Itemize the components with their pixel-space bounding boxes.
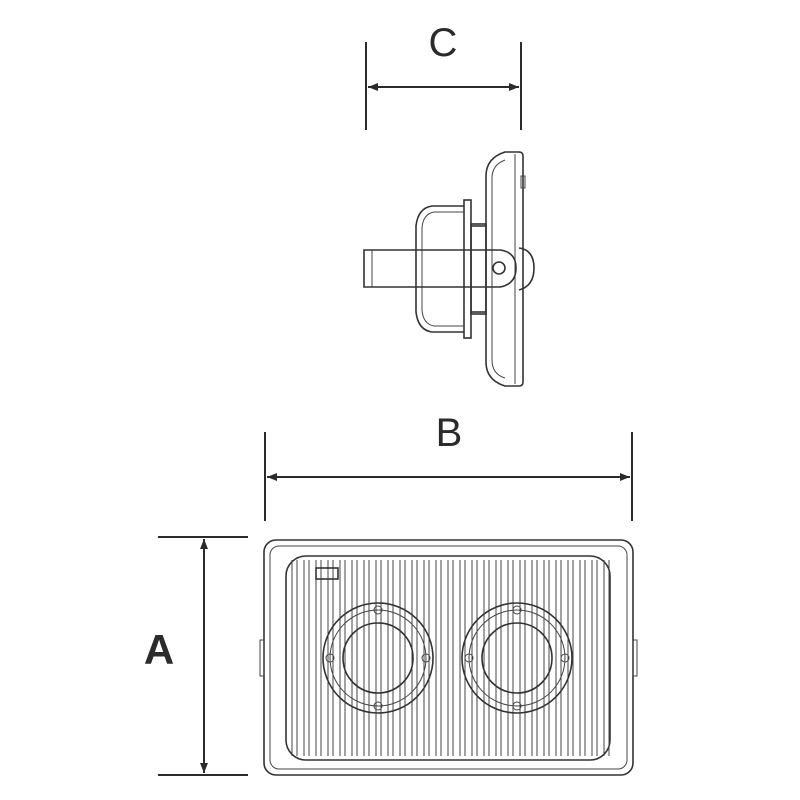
- front-view-label-tag: [315, 567, 339, 580]
- lens-left-screw-top: [373, 605, 383, 615]
- side-view-bezel-inner: [491, 159, 506, 379]
- lens-right-ring-mid: [468, 609, 566, 707]
- lens-right-ring-outer: [461, 602, 573, 714]
- side-view-bracket-bolt: [492, 261, 506, 275]
- lens-left-ring-mid: [329, 609, 427, 707]
- lens-right-glass: [481, 622, 553, 694]
- front-view-fin-area: [285, 555, 611, 761]
- dimension-a-label: A: [144, 626, 174, 673]
- side-view-top-tab: [520, 175, 526, 189]
- front-view: [259, 539, 638, 776]
- front-view-lens-right: [461, 602, 573, 714]
- front-view-lens-left: [322, 602, 434, 714]
- lens-right-screw-top: [512, 605, 522, 615]
- dimension-a: A: [144, 536, 248, 776]
- side-view-bracket-arm: [363, 249, 517, 288]
- front-view-fins: [291, 560, 610, 756]
- front-view-right-tab: [632, 639, 638, 677]
- side-view: [363, 151, 535, 387]
- lens-left-screw-bottom: [373, 701, 383, 711]
- side-view-housing-body: [415, 205, 464, 333]
- side-view-housing-flange: [463, 199, 472, 339]
- dimension-c-label: C: [429, 21, 458, 65]
- front-view-left-tab: [259, 639, 265, 677]
- lens-right-screw-right: [560, 653, 570, 663]
- front-view-frame-inner: [269, 545, 628, 770]
- lens-left-glass: [342, 622, 414, 694]
- lens-left-screw-right: [421, 653, 431, 663]
- dimension-b-label: B: [436, 411, 463, 455]
- lens-right-screw-left: [464, 653, 474, 663]
- dimension-b: B: [264, 411, 633, 521]
- lens-left-screw-left: [325, 653, 335, 663]
- dimension-c: C: [365, 21, 522, 130]
- lens-left-ring-outer: [322, 602, 434, 714]
- side-view-front-bezel: [485, 151, 524, 387]
- lens-right-screw-bottom: [512, 701, 522, 711]
- side-view-neck: [470, 223, 487, 315]
- side-view-hinge-knob: [518, 247, 535, 291]
- side-view-housing-inner: [421, 211, 464, 327]
